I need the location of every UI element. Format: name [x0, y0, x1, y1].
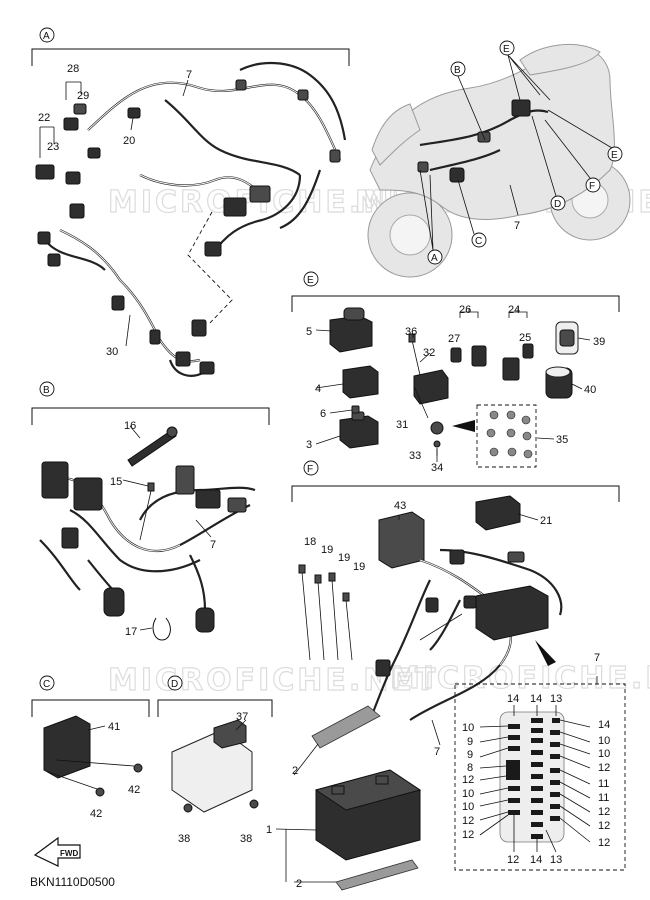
part-number: 5	[306, 326, 312, 338]
part-number: 3	[306, 439, 312, 451]
part-number: 7	[594, 652, 600, 664]
part-number: 21	[540, 515, 552, 527]
part-number: 12	[598, 762, 610, 774]
part-number: 8	[467, 762, 473, 774]
part-number: 32	[423, 347, 435, 359]
part-number: 12	[462, 815, 474, 827]
group-b: B	[31, 381, 270, 641]
section-b-label: B	[43, 385, 50, 396]
group-e: E	[291, 271, 620, 468]
section-b-label: B	[454, 65, 461, 76]
part-number: 12	[598, 820, 610, 832]
part-number: 29	[77, 90, 89, 102]
part-number: 12	[462, 829, 474, 841]
part-number: 7	[434, 746, 440, 758]
part-number: 36	[405, 326, 417, 338]
part-number: 12	[462, 774, 474, 786]
part-number: 40	[584, 384, 596, 396]
part-number: 13	[550, 854, 562, 866]
part-number: 35	[556, 434, 568, 446]
part-number: 12	[598, 837, 610, 849]
part-number: 38	[240, 833, 252, 845]
motorcycle-overview: E B C A D E F	[367, 40, 631, 278]
part-number: 27	[448, 333, 460, 345]
part-number: 28	[67, 63, 79, 75]
part-number: 14	[507, 693, 519, 705]
section-f-label: F	[589, 181, 595, 192]
part-number: 11	[598, 778, 609, 790]
part-number: 22	[38, 112, 50, 124]
part-number: 42	[128, 784, 140, 796]
part-number: 12	[598, 806, 610, 818]
part-labels: 28 29 22 23 7 20 30 7 5 4 6 3 36 32 31 3…	[38, 63, 610, 890]
part-number: 13	[550, 693, 562, 705]
part-number: 18	[304, 536, 316, 548]
part-number: 7	[186, 69, 192, 81]
part-number: 4	[315, 383, 321, 395]
part-number: 7	[514, 220, 520, 232]
part-number: 10	[462, 788, 474, 800]
part-number: 31	[396, 419, 408, 431]
group-c: C FWD	[31, 675, 150, 867]
part-number: 23	[47, 141, 59, 153]
part-number: 41	[108, 721, 120, 733]
group-d: D	[157, 675, 273, 813]
part-number: 30	[106, 346, 118, 358]
part-number: 7	[210, 539, 216, 551]
section-c-label: C	[43, 679, 50, 690]
part-number: 9	[467, 749, 473, 761]
part-number: 19	[321, 544, 333, 556]
group-f: F	[275, 460, 626, 891]
part-number: 14	[530, 693, 542, 705]
part-number: 10	[598, 748, 610, 760]
part-number: 12	[507, 854, 519, 866]
section-a-label: A	[431, 253, 438, 264]
section-f-label: F	[307, 464, 313, 475]
section-e-label: E	[307, 275, 314, 286]
part-number: 42	[90, 808, 102, 820]
section-d-label: D	[171, 679, 178, 690]
part-number: 14	[530, 854, 542, 866]
part-number: 10	[462, 801, 474, 813]
group-a: A	[31, 27, 350, 377]
part-number: 9	[467, 736, 473, 748]
part-number: 25	[519, 332, 531, 344]
section-c-label: C	[475, 236, 482, 247]
part-number: 26	[459, 304, 471, 316]
part-number: 10	[462, 722, 474, 734]
part-number: 17	[125, 626, 137, 638]
part-number: 14	[598, 719, 610, 731]
part-number: 2	[296, 878, 302, 890]
part-number: 24	[508, 304, 520, 316]
part-number: 19	[353, 561, 365, 573]
part-number: 20	[123, 135, 135, 147]
section-a-label: A	[43, 31, 50, 42]
part-number: 2	[292, 765, 298, 777]
section-d-label: D	[554, 199, 561, 210]
section-e-label: E	[503, 44, 510, 55]
part-number: 6	[320, 408, 326, 420]
fwd-label: FWD	[60, 849, 78, 858]
watermark: MICROFICHE.NET	[390, 661, 650, 696]
part-number: 43	[394, 500, 406, 512]
part-number: 33	[409, 450, 421, 462]
part-number: 37	[236, 711, 248, 723]
part-number: 16	[124, 420, 136, 432]
part-number: 19	[338, 552, 350, 564]
part-number: 10	[598, 735, 610, 747]
part-number: 34	[431, 462, 443, 474]
part-number: 38	[178, 833, 190, 845]
part-number: 39	[593, 336, 605, 348]
part-number: 15	[110, 476, 122, 488]
drawing-code: BKN1110D0500	[30, 875, 115, 889]
part-number: 11	[598, 792, 609, 804]
part-number: 1	[266, 824, 272, 836]
section-e-label: E	[611, 150, 618, 161]
